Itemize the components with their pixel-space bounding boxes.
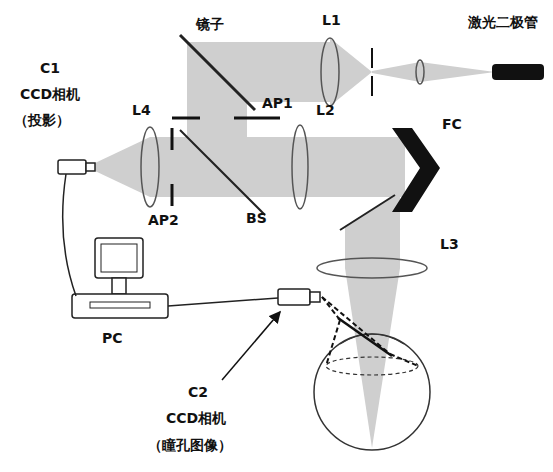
part-label: BS [246,210,267,226]
aperture [171,184,174,206]
pinhole [371,48,373,68]
part-label: 激光二极管 [468,14,538,30]
part-label: C1 [40,60,60,76]
part-label: （瞳孔图像） [148,437,232,453]
lens-l1 [321,38,339,106]
fiber-coupler [392,128,440,212]
imaging-path [390,354,418,366]
aperture [171,128,174,150]
lens-l2 [292,125,308,209]
leader-arrow [222,312,280,380]
cable [63,174,76,296]
part-label: AP1 [262,95,293,111]
laser-beam [372,62,420,82]
part-label: AP2 [148,212,179,228]
pinhole [371,76,373,96]
pc-screen [101,244,137,272]
down-beam [345,192,400,268]
part-label: CCD相机 [166,410,226,426]
pc-stand [112,278,126,294]
lens [416,60,424,84]
part-label: FC [442,116,462,132]
camera-lens [86,163,95,171]
imaging-path [326,320,340,366]
laser-beam [420,62,495,82]
part-label: L4 [132,102,151,118]
part-label: L1 [322,12,341,28]
aperture [234,117,280,120]
laser-diode [492,64,544,80]
part-label: 镜子 [196,16,224,32]
camera-c2 [278,289,310,305]
lens-l3 [317,258,427,278]
pc-monitor [95,238,143,278]
imaging-mirror [338,318,392,356]
mirror [180,35,255,110]
collimated-beam [150,137,405,197]
part-label: CCD相机 [20,86,80,102]
part-label: C2 [188,384,208,400]
pc-slot [90,302,150,308]
part-label: PC [102,330,123,346]
lens-l4 [141,127,159,207]
aperture [172,117,200,120]
cable [168,298,278,306]
mirror [340,195,395,230]
beam-splitter [180,130,265,215]
pupil-plane [326,357,418,375]
part-label: L3 [440,236,459,252]
camera-c1 [58,160,86,174]
part-label: （投影） [14,112,70,128]
part-label: L2 [316,102,335,118]
camera-lens [310,292,320,302]
pc-base [72,294,168,318]
